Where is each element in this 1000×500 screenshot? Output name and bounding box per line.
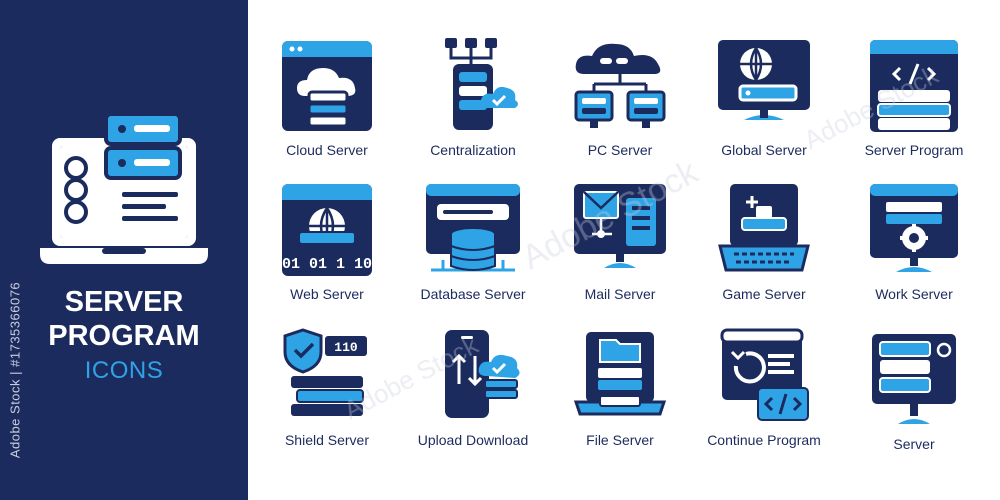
icon-label: Web Server	[290, 286, 364, 302]
title-line-1: SERVER	[64, 286, 184, 318]
icon-label: Work Server	[875, 286, 953, 302]
svg-text:01 01 1 10: 01 01 1 10	[282, 256, 372, 273]
mail-server-icon	[574, 184, 666, 268]
icon-item-file-server: File Server	[550, 326, 690, 448]
icon-item-centralization: Centralization	[403, 36, 543, 158]
svg-text:110: 110	[334, 340, 358, 355]
server-icon	[872, 334, 956, 424]
laptop-server-icon	[40, 112, 208, 264]
icon-item-web-server: 01 01 1 10 Web Server	[257, 180, 397, 302]
shield-server-icon: 110	[283, 328, 367, 416]
icon-label: Continue Program	[707, 432, 821, 448]
title-line-3: ICONS	[84, 357, 164, 384]
icon-item-server: Server	[844, 330, 984, 452]
work-server-icon	[870, 184, 958, 272]
game-server-icon	[718, 184, 810, 272]
icon-label: Server Program	[864, 142, 964, 158]
icon-label: PC Server	[587, 142, 653, 158]
icon-item-pc-server: PC Server	[550, 36, 690, 158]
icon-item-game-server: Game Server	[694, 180, 834, 302]
icon-label: Cloud Server	[286, 142, 368, 158]
file-server-icon	[573, 332, 667, 416]
icon-item-upload-download: Upload Download	[403, 326, 543, 448]
icon-label: Global Server	[721, 142, 807, 158]
icon-label: Shield Server	[284, 432, 370, 448]
icon-label: Centralization	[430, 142, 516, 158]
icon-label: File Server	[586, 432, 654, 448]
global-server-icon	[718, 40, 810, 120]
icon-item-mail-server: Mail Server	[550, 180, 690, 302]
continue-program-icon	[720, 328, 809, 421]
icon-label: Upload Download	[417, 432, 529, 448]
icon-label: Server	[893, 436, 935, 452]
icon-item-work-server: Work Server	[844, 180, 984, 302]
icon-item-database-server: Database Server	[403, 180, 543, 302]
icon-item-server-program: Server Program	[844, 36, 984, 158]
icon-item-cloud-server: Cloud Server	[257, 36, 397, 158]
icon-label: Database Server	[420, 286, 526, 302]
icon-item-shield-server: 110 Shield Server	[257, 326, 397, 448]
pc-server-icon	[574, 43, 666, 128]
server-program-icon	[870, 40, 958, 132]
database-server-icon	[426, 184, 520, 272]
icon-item-continue-program: Continue Program	[694, 326, 834, 448]
web-server-icon: 01 01 1 10	[282, 184, 372, 276]
icon-item-global-server: Global Server	[694, 36, 834, 158]
centralization-icon	[445, 38, 518, 130]
icon-label: Mail Server	[584, 286, 656, 302]
upload-download-icon	[445, 330, 520, 418]
title-line-2: PROGRAM	[48, 320, 200, 352]
cloud-server-icon	[282, 41, 372, 131]
title-panel: Adobe Stock | #1735366076 SERVER PROGRAM…	[0, 0, 248, 500]
icon-label: Game Server	[722, 286, 806, 302]
